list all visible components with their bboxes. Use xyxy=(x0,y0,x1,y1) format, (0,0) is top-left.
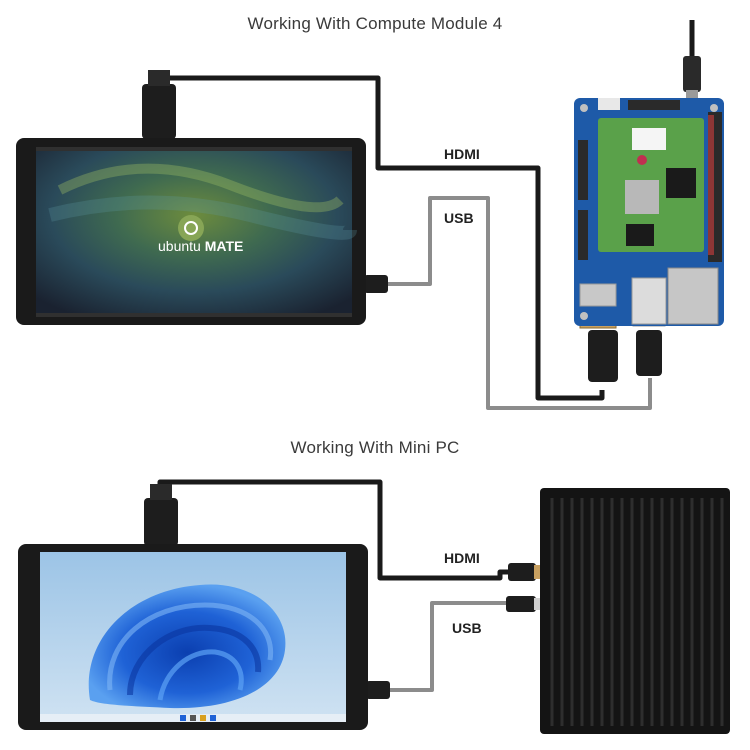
monitor-top xyxy=(16,138,366,325)
hdmi-label-top: HDMI xyxy=(444,146,480,162)
usb-cable-bottom xyxy=(366,596,544,699)
power-cable xyxy=(683,20,701,102)
top-section-title: Working With Compute Module 4 xyxy=(247,14,503,33)
hdmi-label-bottom: HDMI xyxy=(444,550,480,566)
bottom-section-title: Working With Mini PC xyxy=(290,438,460,457)
usb-label-top: USB xyxy=(444,210,474,226)
ubuntu-mate-logo-icon xyxy=(178,215,204,241)
monitor-bottom xyxy=(18,544,368,730)
hdmi-plug-monitor-bottom xyxy=(144,498,178,546)
hdmi-plug-monitor-top xyxy=(142,84,176,139)
ubuntu-mate-wordmark: ubuntu MATE xyxy=(158,238,243,254)
mini-pc xyxy=(540,488,730,734)
windows11-bloom-icon xyxy=(88,584,286,709)
hdmi-plug-minipc xyxy=(508,563,536,581)
usb-plug-minipc xyxy=(506,596,536,612)
usb-plug-board-top xyxy=(636,330,662,376)
hdmi-port xyxy=(579,283,617,307)
hdmi-plug-board-top xyxy=(588,330,618,382)
ubuntu-text: ubuntu xyxy=(158,238,201,254)
usb-plug-monitor-top xyxy=(364,275,388,293)
usb-label-bottom: USB xyxy=(452,620,482,636)
cm4-carrier-board xyxy=(574,98,724,326)
mate-text: MATE xyxy=(204,238,244,254)
ethernet-port xyxy=(667,267,719,325)
usb-port xyxy=(631,277,667,325)
usb-plug-monitor-bottom xyxy=(366,681,390,699)
